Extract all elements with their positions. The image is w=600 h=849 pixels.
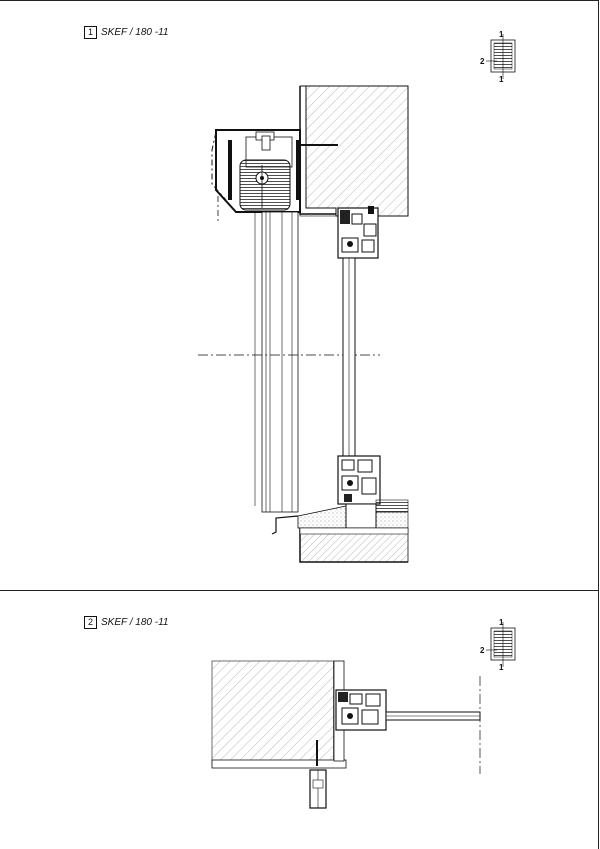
key-plan-1: 1 2 1 — [480, 30, 516, 84]
key-plan-2-side-mark: 2 — [480, 646, 485, 655]
shutter-coil — [239, 159, 291, 211]
sill-and-floor — [271, 499, 409, 563]
detail-2-section — [211, 660, 481, 809]
glazing — [342, 257, 356, 457]
key-plan-2: 1 2 1 — [480, 618, 516, 672]
detail-2-title: SKEF / 180 -11 — [101, 617, 169, 628]
detail-2-label: 2 SKEF / 180 -11 — [84, 616, 168, 629]
detail-panel-2 — [0, 590, 599, 849]
key-plan-1-bottom-mark: 1 — [499, 75, 504, 84]
detail-1-section — [198, 85, 409, 563]
key-plan-1-side-mark: 2 — [480, 57, 485, 66]
jamb-wall — [211, 660, 347, 769]
lintel-wall — [299, 85, 409, 217]
detail-1-number: 1 — [84, 26, 97, 39]
key-plan-1-top-mark: 1 — [499, 30, 504, 39]
window-frame-top — [337, 206, 379, 259]
key-plan-2-top-mark: 1 — [499, 618, 504, 627]
key-plan-2-bottom-mark: 1 — [499, 663, 504, 672]
window-frame-side — [335, 689, 387, 731]
guide-rail — [309, 740, 327, 809]
detail-1-label: 1 SKEF / 180 -11 — [84, 26, 168, 39]
shutter-curtain — [254, 211, 299, 513]
window-frame-bottom — [337, 455, 381, 505]
detail-2-number: 2 — [84, 616, 97, 629]
detail-1-title: SKEF / 180 -11 — [101, 27, 169, 38]
